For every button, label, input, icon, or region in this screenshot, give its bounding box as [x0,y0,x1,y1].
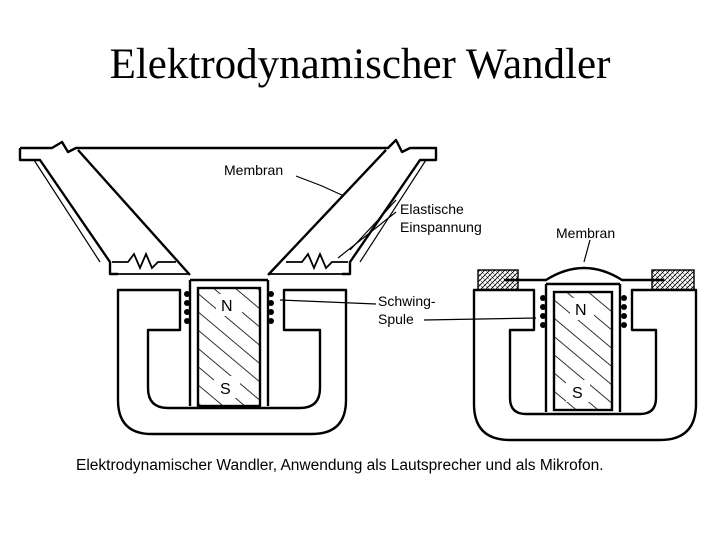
loudspeaker-magnet-pot [116,288,348,436]
loudspeaker-membrane [77,149,387,276]
microphone-membrane [504,266,664,282]
microphone-south-pole: S [572,385,583,402]
microphone-north-pole: N [575,302,587,319]
label-coil-line2: Spule [378,311,414,327]
label-membrane-speaker: Membran [224,162,283,178]
slide-title: Elektrodynamischer Wandler [109,41,611,88]
suspension-left [112,251,176,271]
loudspeaker-diagram: N S Membran Elastische Einspannung Schwi… [18,138,482,436]
microphone-magnet-pot [472,288,698,442]
microphone-voice-coil [540,295,627,328]
microphone-diagram: N S Membran [423,225,698,442]
label-suspension-line1: Elastische [400,201,464,217]
loudspeaker-south-pole: S [220,381,231,398]
label-membrane-microphone: Membran [556,225,615,241]
loudspeaker-voice-coil [184,291,274,324]
loudspeaker-frame [18,138,438,276]
label-coil-line1: Schwing- [378,293,436,309]
suspension-right [286,251,348,271]
figure-caption: Elektrodynamischer Wandler, Anwendung al… [76,457,604,474]
label-suspension-line2: Einspannung [400,219,482,235]
loudspeaker-north-pole: N [221,298,233,315]
